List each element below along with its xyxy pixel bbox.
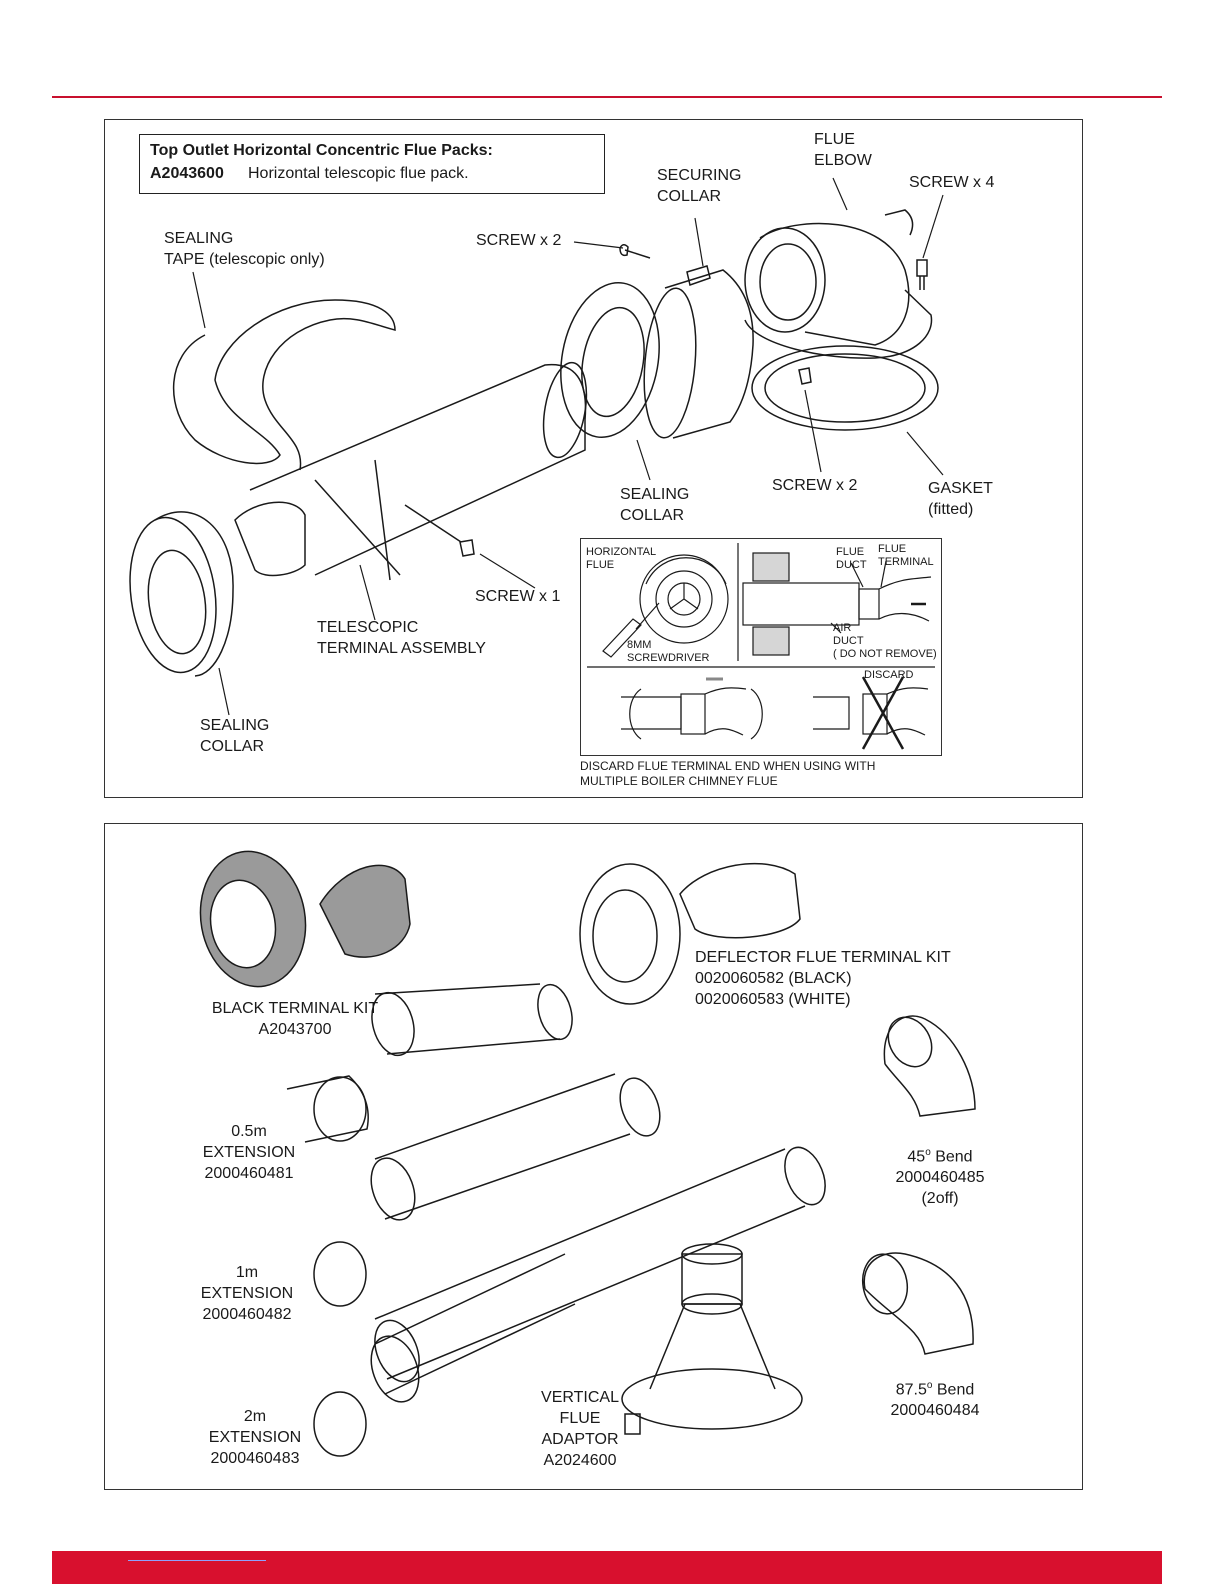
inset-flue-duct: FLUE DUCT <box>836 546 867 571</box>
inset-drawing <box>587 543 935 750</box>
flue-pack-info-box: Top Outlet Horizontal Concentric Flue Pa… <box>139 134 605 194</box>
deflector-collar-illustration <box>579 863 681 1005</box>
horizontal-flue-front-icon <box>639 554 729 644</box>
inset-discard: DISCARD <box>864 669 914 681</box>
terminal-tube-illustration <box>249 363 587 576</box>
inset-horizontal-flue: HORIZONTAL FLUE <box>586 546 657 571</box>
label-screw-x4: SCREW x 4 <box>909 174 995 191</box>
label-screw-x2-lower: SCREW x 2 <box>772 477 858 494</box>
label-gasket: GASKET (fitted) <box>928 480 993 518</box>
vertical-flue-adaptor-illustration <box>621 1243 803 1435</box>
label-black-terminal-kit: BLACK TERMINAL KIT A2043700 <box>211 1000 379 1038</box>
label-sealing-collar-left: SEALING COLLAR <box>200 717 270 755</box>
deflector-terminal-illustration <box>679 862 801 939</box>
leader-lines <box>192 177 944 716</box>
label-sealing-collar-mid: SEALING COLLAR <box>620 486 690 524</box>
sealing-tape-illustration <box>173 299 396 471</box>
exploded-view-drawing <box>129 177 944 716</box>
inset-air-duct: AIR DUCT ( DO NOT REMOVE) <box>833 622 937 660</box>
accessories-drawing <box>199 850 976 1457</box>
bend-87-details: Bend 2000460484 <box>890 1381 980 1420</box>
extension-2-illustration <box>374 1146 826 1383</box>
label-extension-2m: 2m EXTENSION 2000460483 <box>208 1408 302 1467</box>
label-sealing-tape: SEALING TAPE (telescopic only) <box>164 230 325 268</box>
terminal-removal-inset: HORIZONTAL FLUE 8MM SCREWDRIVER FLUE DUC… <box>580 538 942 756</box>
inset-flue-terminal: FLUE TERMINAL <box>878 543 934 568</box>
pack-description: Horizontal telescopic flue pack. <box>248 165 469 182</box>
bend-87-angle: 87.5 <box>895 1381 927 1399</box>
black-terminal-cowl-illustration <box>319 864 411 958</box>
inset-screwdriver: 8MM SCREWDRIVER <box>627 639 710 664</box>
bend-87-degree: o <box>926 1380 933 1391</box>
pack-row: A2043600 Horizontal telescopic flue pack. <box>150 165 469 183</box>
securing-collar-illustration <box>664 269 754 439</box>
label-screw-x2-upper: SCREW x 2 <box>476 232 562 249</box>
sealing-collar-left-illustration <box>129 516 217 674</box>
pack-title: Top Outlet Horizontal Concentric Flue Pa… <box>150 142 493 159</box>
horizontal-flue-pack-diagram: Top Outlet Horizontal Concentric Flue Pa… <box>104 119 1083 798</box>
label-extension-1m: 1m EXTENSION 2000460482 <box>200 1264 294 1323</box>
screwdriver-icon <box>602 602 660 658</box>
bend-45-illustration <box>883 1015 976 1117</box>
label-deflector-kit: DEFLECTOR FLUE TERMINAL KIT 0020060582 (… <box>695 949 951 1008</box>
header-rule <box>52 96 1162 98</box>
bend-45-degree: o <box>925 1147 931 1158</box>
screw-x2-lower-illustration <box>798 367 812 385</box>
extension-1-illustration <box>370 1073 661 1221</box>
screw-x1-illustration <box>404 504 475 557</box>
flue-accessories-diagram: BLACK TERMINAL KIT A2043700 DEFLECTOR FL… <box>104 823 1083 1490</box>
discard-note: DISCARD FLUE TERMINAL END WHEN USING WIT… <box>580 759 876 788</box>
label-telescopic-terminal: TELESCOPIC TERMINAL ASSEMBLY <box>317 619 486 657</box>
bend-87-illustration <box>863 1252 974 1355</box>
label-vertical-flue-adaptor: VERTICAL FLUE ADAPTOR A2024600 <box>541 1389 619 1469</box>
pack-code: A2043600 <box>150 165 224 182</box>
footer-link-underline <box>128 1560 266 1561</box>
label-bend-87: 87.5o Bend 2000460484 <box>870 1375 1000 1421</box>
label-flue-elbow: FLUE ELBOW <box>814 131 872 169</box>
rotate-arrows-icon <box>629 688 763 740</box>
label-bend-45: 45o Bend 2000460485 (2off) <box>875 1142 1005 1209</box>
label-securing-collar: SECURING COLLAR <box>657 167 742 205</box>
bend-45-angle: 45 <box>907 1148 926 1166</box>
footer-bar <box>52 1551 1162 1584</box>
gasket-illustration <box>751 345 939 431</box>
label-extension-05m: 0.5m EXTENSION 2000460481 <box>202 1123 296 1182</box>
bend-45-details: Bend 2000460485 (2off) <box>895 1148 985 1208</box>
sealing-collar-mid-illustration <box>560 281 660 439</box>
label-screw-x1: SCREW x 1 <box>475 588 561 605</box>
screw-x4-illustration <box>916 259 928 290</box>
extension-05-illustration <box>286 1075 576 1403</box>
